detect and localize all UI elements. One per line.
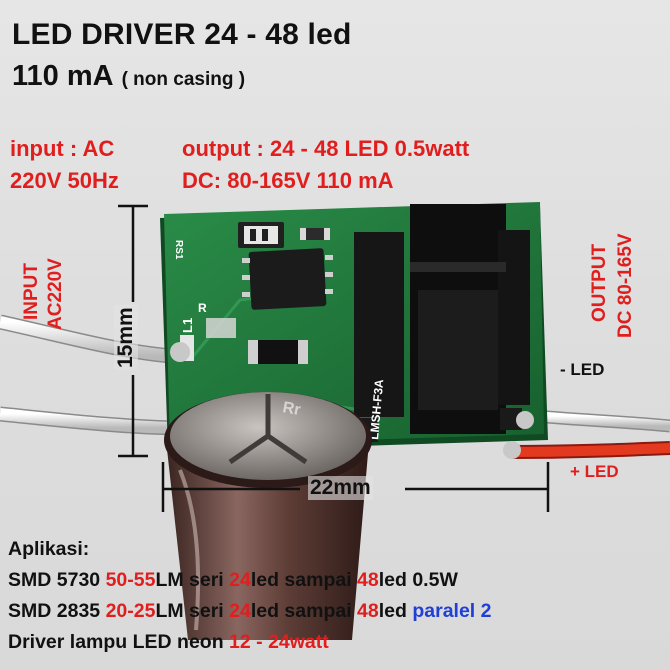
height-dimension-label: 15mm: [114, 305, 138, 370]
app2-part-a: SMD 2835: [8, 600, 106, 622]
page-title: LED DRIVER 24 - 48 led: [12, 18, 352, 51]
input-spec-line1: input : AC: [10, 136, 115, 161]
subtitle-note: ( non casing ): [121, 69, 246, 90]
app1-part-f: 48: [357, 569, 379, 591]
app3-part-a: Driver lampu LED neon: [8, 631, 230, 653]
output-side-label-1: OUTPUT: [589, 243, 610, 322]
input-side-label-1: INPUT: [21, 263, 42, 320]
app2-part-h: paralel 2: [412, 600, 492, 622]
output-side-label-2: DC 80-165V: [615, 233, 636, 338]
board-marking-r: R: [198, 301, 207, 315]
app2-part-b: 20-25: [105, 600, 156, 622]
plus-led-label: + LED: [570, 462, 619, 481]
board-marking-rs1: RS1: [173, 240, 184, 260]
app3-part-b: 12 - 24: [229, 631, 290, 653]
app2-part-d: 24: [229, 600, 251, 622]
application-row-neon: Driver lampu LED neon 12 - 24watt: [8, 631, 329, 654]
input-wires: [0, 314, 187, 436]
app1-part-a: SMD 5730: [8, 569, 106, 591]
dimension-lines: [118, 204, 550, 512]
input-side-label-2: AC220V: [45, 258, 66, 330]
page-subtitle: 110 mA ( non casing ): [12, 60, 245, 93]
app2-part-f: 48: [357, 600, 379, 622]
app1-part-g: led 0.5W: [378, 569, 458, 591]
board-marking-l1: L1: [180, 318, 195, 333]
application-row-2835: SMD 2835 20-25LM seri 24led sampai 48led…: [8, 600, 491, 623]
output-spec-line1: output : 24 - 48 LED 0.5watt: [182, 136, 470, 161]
subtitle-current: 110 mA: [12, 60, 114, 92]
app2-part-c: LM seri: [155, 600, 230, 622]
output-wires: [511, 409, 670, 459]
app1-part-d: 24: [229, 569, 251, 591]
capacitor-marking: Rr: [281, 399, 301, 419]
application-heading: Aplikasi:: [8, 538, 90, 560]
output-spec-line2: DC: 80-165V 110 mA: [182, 168, 394, 193]
app2-part-g: led: [378, 600, 413, 622]
board-marking-print: LMSH-F3A: [367, 378, 386, 440]
application-row-5730: SMD 5730 50-55LM seri 24led sampai 48led…: [8, 569, 458, 592]
input-spec-line2: 220V 50Hz: [10, 168, 119, 193]
minus-led-label: - LED: [560, 360, 605, 379]
app1-part-b: 50-55: [105, 569, 156, 591]
app2-part-e: led sampai: [250, 600, 358, 622]
app1-part-c: LM seri: [155, 569, 230, 591]
app3-part-c: watt: [289, 631, 329, 653]
width-dimension-label: 22mm: [308, 476, 373, 500]
app1-part-e: led sampai: [250, 569, 358, 591]
